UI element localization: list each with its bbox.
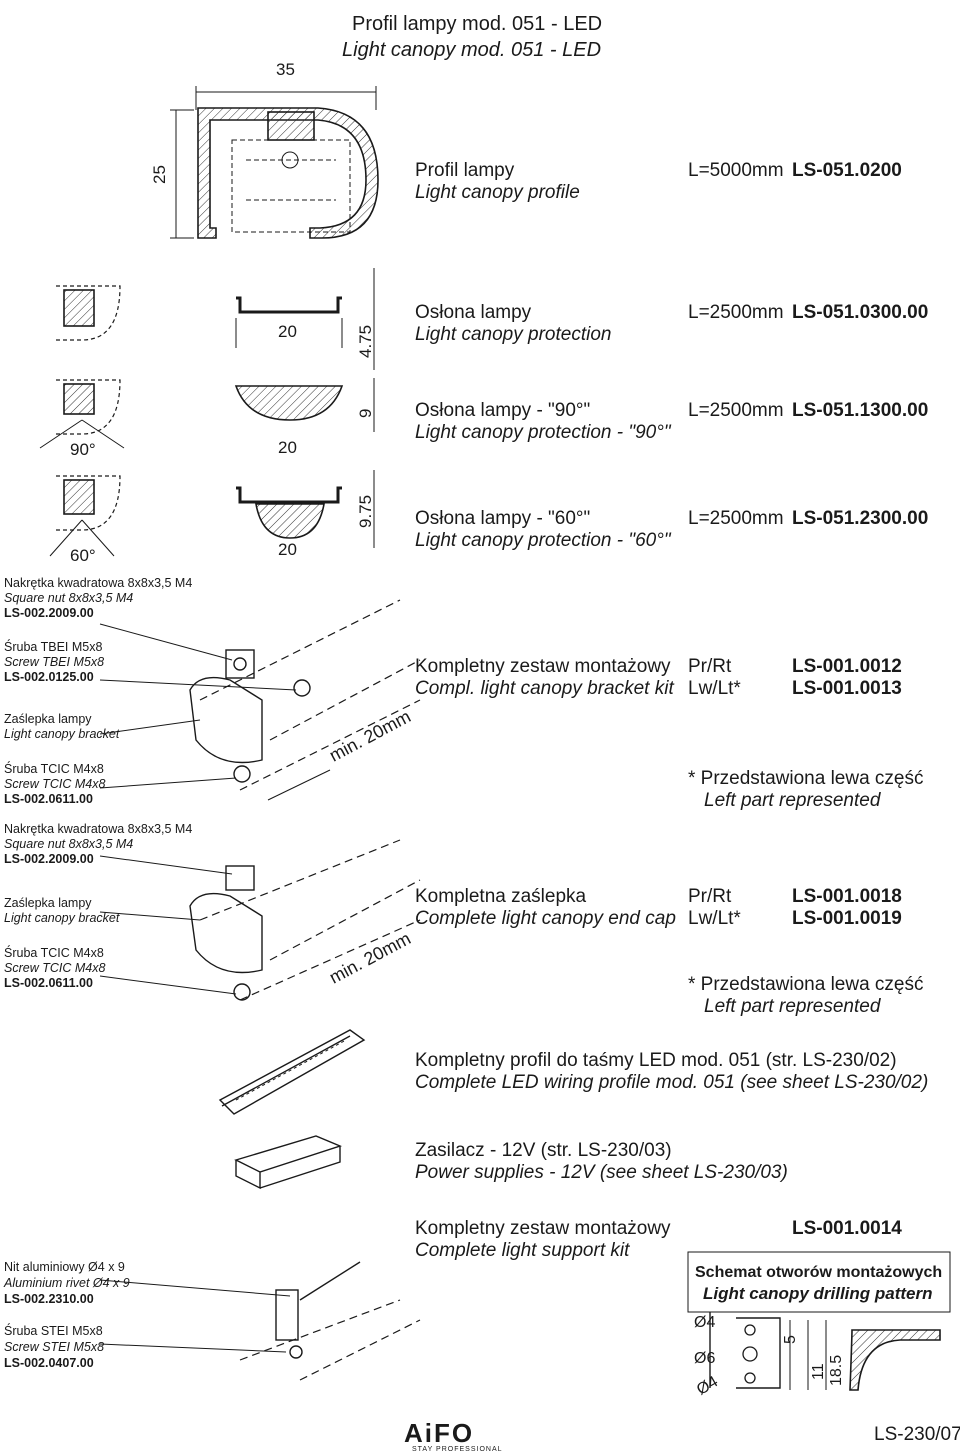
drilling-title-en: Light canopy drilling pattern (703, 1284, 933, 1303)
profile-name-pl: Profil lampy (415, 160, 515, 181)
aifo-logo-text: AiFO (404, 1418, 475, 1448)
endcap-part-nut-en: Square nut 8x8x3,5 M4 (4, 837, 134, 851)
bracket-kit-code-l: LS-001.0013 (792, 678, 902, 699)
protection90-name-pl: Osłona lampy - "90°" (415, 400, 591, 421)
profile-code: LS-051.0200 (792, 160, 902, 181)
bracket-part-nut-en: Square nut 8x8x3,5 M4 (4, 591, 134, 605)
end-cap-drawing (99, 839, 421, 1001)
bracket-kit-name-pl: Kompletny zestaw montażowy (415, 656, 671, 677)
protection60-angle: 60° (70, 546, 96, 565)
bracket-kit-drawing (99, 599, 421, 801)
bracket-part-cap-pl: Zaślepka lampy (4, 712, 92, 726)
support-name-pl: Kompletny zestaw montażowy (415, 1218, 671, 1239)
support-part-rivet-code: LS-002.2310.00 (4, 1292, 94, 1306)
protection-code: LS-051.0300.00 (792, 302, 929, 323)
protection90-height-dim: 9 (356, 408, 375, 418)
title-pl: Profil lampy mod. 051 - LED (352, 13, 603, 35)
bracket-part-tcic-pl: Śruba TCIC M4x8 (4, 762, 104, 776)
protection90-code: LS-051.1300.00 (792, 400, 929, 421)
support-part-screw-code: LS-002.0407.00 (4, 1356, 94, 1370)
drilling-pattern-drawing (687, 1251, 951, 1391)
protection-length: L=2500mm (688, 302, 784, 323)
profile-width-dim: 35 (276, 60, 295, 79)
protection60-length: L=2500mm (688, 508, 784, 529)
sheet-number: LS-230/07 (874, 1424, 960, 1445)
protection60-width-dim: 20 (278, 540, 297, 559)
support-code: LS-001.0014 (792, 1218, 902, 1239)
profile-height-dim: 25 (150, 165, 169, 184)
drilling-v3: 18.5 (828, 1354, 845, 1386)
support-part-rivet-en: Aluminium rivet Ø4 x 9 (4, 1276, 130, 1290)
protection-drawings (56, 268, 375, 370)
bracket-part-nut-pl: Nakrętka kwadratowa 8x8x3,5 M4 (4, 576, 193, 590)
aifo-logo-sub: STAY PROFESSIONAL (412, 1446, 503, 1453)
profile-cross-section (170, 86, 379, 239)
endcap-part-tcic-pl: Śruba TCIC M4x8 (4, 946, 104, 960)
endcap-part-cap-en: Light canopy bracket (4, 911, 120, 925)
bracket-part-tcic-code: LS-002.0611.00 (4, 792, 93, 806)
profile-length: L=5000mm (688, 160, 784, 181)
protection60-code: LS-051.2300.00 (792, 508, 929, 529)
protection-height-dim: 4.75 (356, 324, 375, 358)
profile-name-en: Light canopy profile (415, 182, 580, 203)
bracket-kit-note-en: Left part represented (704, 790, 881, 811)
bracket-kit-code-r: LS-001.0012 (792, 656, 902, 677)
support-kit-drawing (99, 1261, 421, 1381)
drilling-d1: Ø4 (694, 1314, 716, 1331)
led-profile-drawing (218, 1029, 366, 1115)
protection90-angle: 90° (70, 440, 96, 459)
drilling-d2: Ø6 (694, 1350, 716, 1367)
protection90-name-en: Light canopy protection - "90°" (415, 422, 671, 443)
protection60-drawings (49, 470, 375, 557)
endcap-name-pl: Kompletna zaślepka (415, 886, 587, 907)
bracket-part-screw-code: LS-002.0125.00 (4, 670, 94, 684)
bracket-part-screw-en: Screw TBEI M5x8 (4, 655, 105, 669)
protection90-length: L=2500mm (688, 400, 784, 421)
bracket-part-nut-code: LS-002.2009.00 (4, 606, 94, 620)
bracket-kit-note-pl: * Przedstawiona lewa część (688, 768, 924, 789)
wiring-name-pl: Kompletny profil do taśmy LED mod. 051 (… (415, 1050, 897, 1071)
drilling-v1: 5 (782, 1335, 799, 1344)
protection60-name-en: Light canopy protection - "60°" (415, 530, 671, 551)
bracket-kit-name-en: Compl. light canopy bracket kit (415, 678, 674, 699)
bracket-kit-side-l: Lw/Lt* (688, 678, 741, 699)
endcap-part-nut-pl: Nakrętka kwadratowa 8x8x3,5 M4 (4, 822, 193, 836)
support-name-en: Complete light support kit (415, 1240, 630, 1261)
power-name-pl: Zasilacz - 12V (str. LS-230/03) (415, 1140, 672, 1161)
power-supply-drawing (234, 1135, 343, 1190)
protection60-height-dim: 9.75 (356, 494, 375, 528)
bracket-part-tcic-en: Screw TCIC M4x8 (4, 777, 106, 791)
bracket-part-cap-en: Light canopy bracket (4, 727, 120, 741)
endcap-note-pl: * Przedstawiona lewa część (688, 974, 924, 995)
drilling-title-pl: Schemat otworów montażowych (695, 1264, 943, 1281)
protection-name-pl: Osłona lampy (415, 302, 532, 323)
drilling-v2: 11 (810, 1363, 827, 1380)
endcap-part-nut-code: LS-002.2009.00 (4, 852, 94, 866)
endcap-code-r: LS-001.0018 (792, 886, 902, 907)
protection-name-en: Light canopy protection (415, 324, 612, 345)
protection90-drawings (39, 378, 375, 449)
endcap-side-r: Pr/Rt (688, 886, 732, 907)
support-part-screw-en: Screw STEI M5x8 (4, 1340, 105, 1354)
protection-width-dim: 20 (278, 322, 297, 341)
endcap-part-tcic-code: LS-002.0611.00 (4, 976, 93, 990)
wiring-name-en: Complete LED wiring profile mod. 051 (se… (415, 1072, 929, 1093)
bracket-kit-side-r: Pr/Rt (688, 656, 732, 677)
protection60-name-pl: Osłona lampy - "60°" (415, 508, 591, 529)
endcap-part-tcic-en: Screw TCIC M4x8 (4, 961, 106, 975)
endcap-code-l: LS-001.0019 (792, 908, 902, 929)
protection90-width-dim: 20 (278, 438, 297, 457)
bracket-part-screw-pl: Śruba TBEI M5x8 (4, 640, 103, 654)
support-part-rivet-pl: Nit aluminiowy Ø4 x 9 (4, 1260, 125, 1274)
power-name-en: Power supplies - 12V (see sheet LS-230/0… (415, 1162, 788, 1183)
support-part-screw-pl: Śruba STEI M5x8 (4, 1324, 103, 1338)
endcap-note-en: Left part represented (704, 996, 881, 1017)
endcap-side-l: Lw/Lt* (688, 908, 741, 929)
endcap-name-en: Complete light canopy end cap (415, 908, 676, 929)
endcap-part-cap-pl: Zaślepka lampy (4, 896, 92, 910)
title-en: Light canopy mod. 051 - LED (342, 39, 602, 61)
